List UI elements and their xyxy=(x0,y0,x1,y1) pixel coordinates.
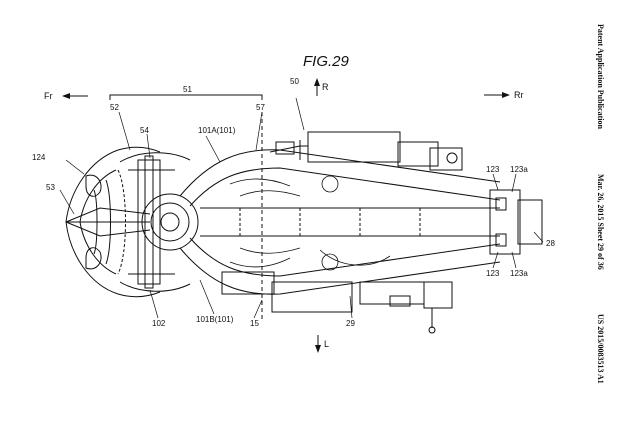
engine-upper xyxy=(269,131,463,171)
ref-54: 54 xyxy=(140,126,149,135)
front-cowl xyxy=(65,146,191,298)
ref-53: 53 xyxy=(46,183,55,192)
engine-lower xyxy=(221,271,453,334)
ref-123a-bottom: 123a xyxy=(510,269,528,278)
header-publication: Patent Application Publication xyxy=(596,24,605,129)
header-number: US 2015/0083513 A1 xyxy=(596,314,605,384)
header-date-sheet: Mar. 26, 2015 Sheet 29 of 36 xyxy=(596,174,605,270)
ref-123-bottom: 123 xyxy=(486,269,500,278)
swing-arm xyxy=(489,189,543,255)
leader-lines xyxy=(59,97,544,319)
ref-123a-top: 123a xyxy=(510,165,528,174)
ref-101a: 101A(101) xyxy=(198,126,236,135)
svg-text:L: L xyxy=(324,339,329,349)
bracket-51 xyxy=(109,94,263,100)
svg-text:Fr: Fr xyxy=(44,91,53,101)
ref-29: 29 xyxy=(346,319,355,328)
direction-rear: Rr xyxy=(484,90,524,100)
ref-101b: 101B(101) xyxy=(196,315,234,324)
ref-28: 28 xyxy=(546,239,555,248)
direction-right: R xyxy=(314,78,329,96)
ref-123-top: 123 xyxy=(486,165,500,174)
figure-title: FIG.29 xyxy=(303,53,350,70)
direction-left: L xyxy=(315,335,329,353)
ref-51: 51 xyxy=(183,85,192,94)
svg-text:R: R xyxy=(322,82,329,92)
sheet-header: Patent Application Publication Mar. 26, … xyxy=(596,24,605,384)
steering-assembly xyxy=(128,155,199,289)
direction-front: Fr xyxy=(44,91,88,101)
ref-57: 57 xyxy=(256,103,265,112)
ref-15: 15 xyxy=(250,319,259,328)
reference-labels: 51 52 57 50 54 101A(101) 124 53 123 123a… xyxy=(32,77,555,328)
svg-text:Rr: Rr xyxy=(514,90,524,100)
ref-102: 102 xyxy=(152,319,166,328)
engine-internal xyxy=(229,175,391,271)
ref-52: 52 xyxy=(110,103,119,112)
ref-124: 124 xyxy=(32,153,46,162)
ref-50: 50 xyxy=(290,77,299,86)
